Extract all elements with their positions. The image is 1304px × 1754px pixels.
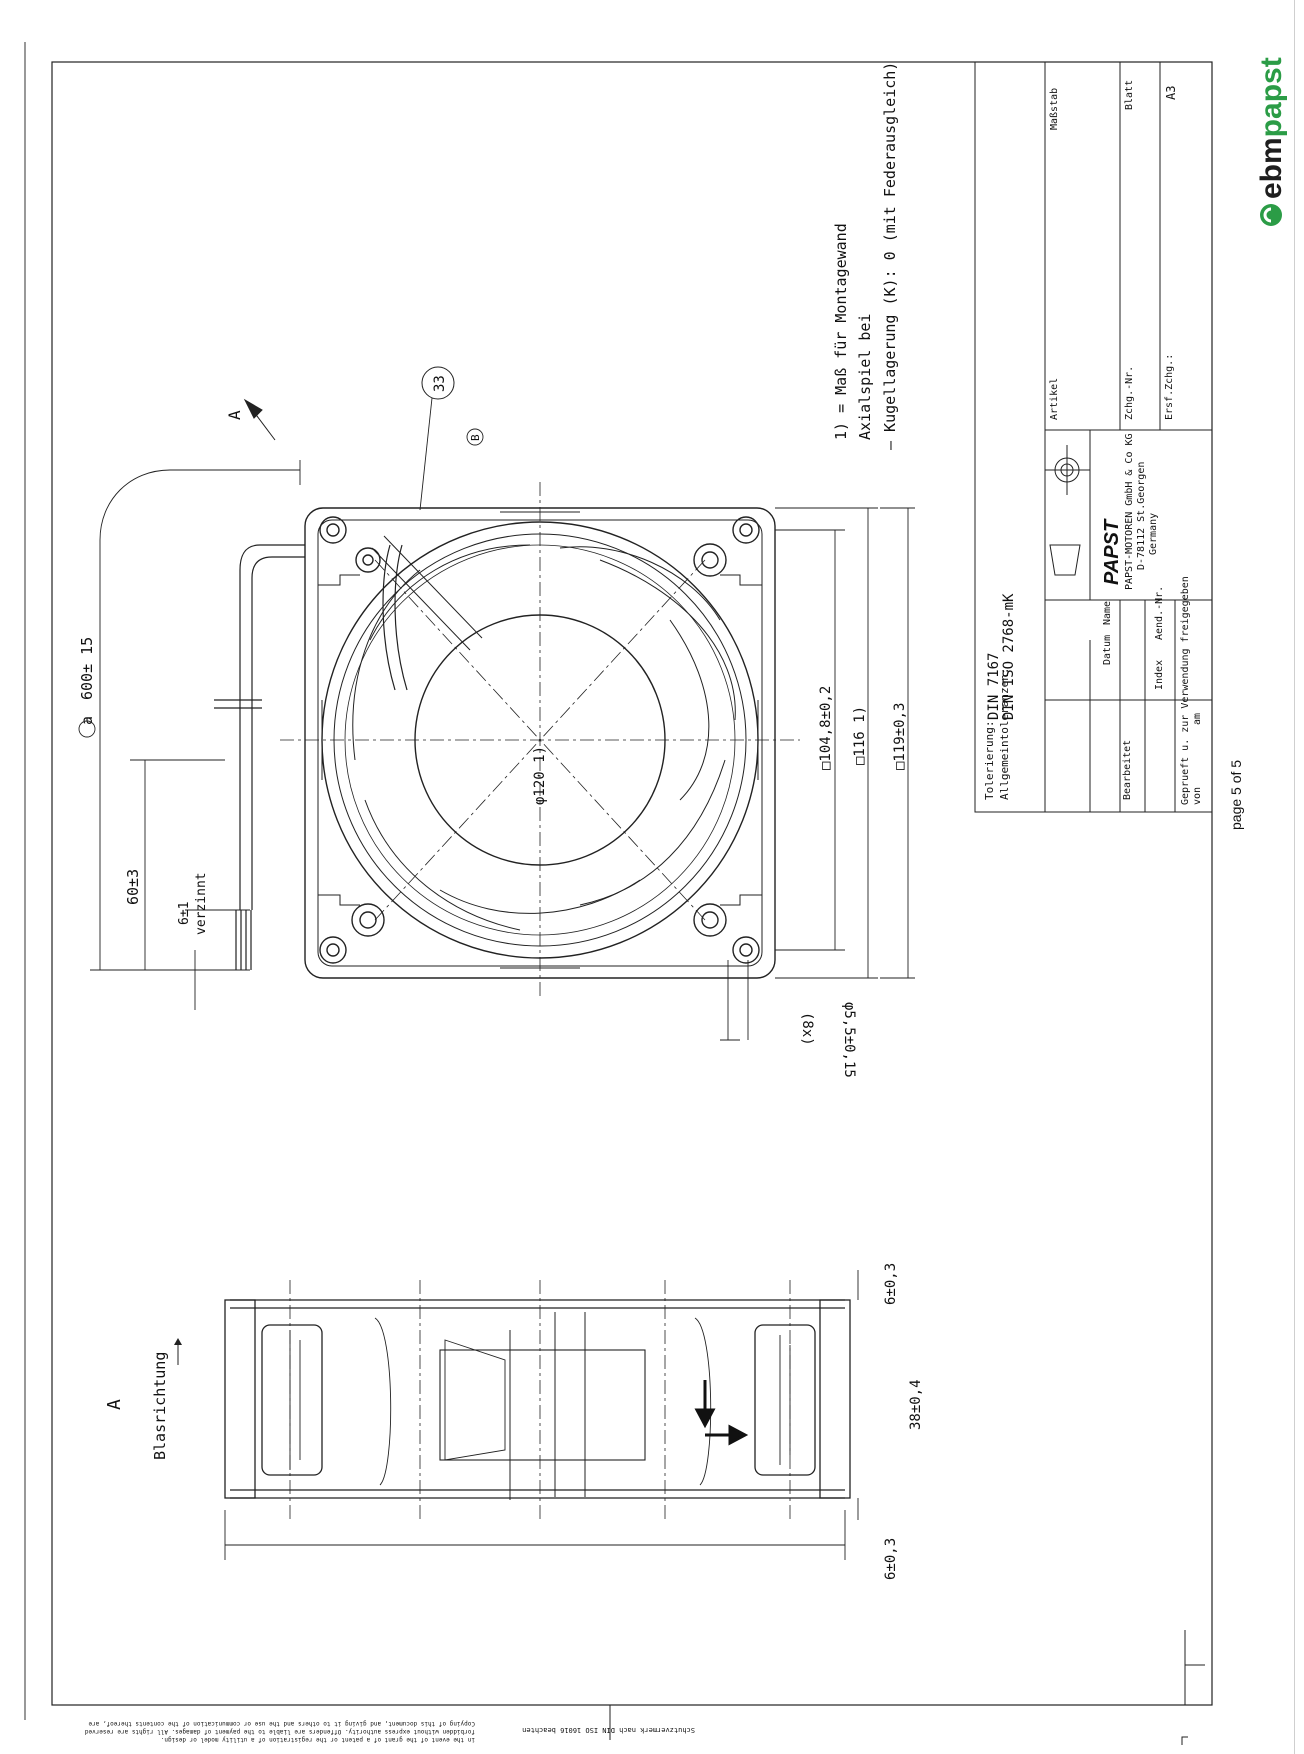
brand-name-papst: papst bbox=[1255, 57, 1288, 137]
hole-diameter-label: φ5,5±0,15 bbox=[841, 1002, 857, 1078]
sheet-label: Blatt bbox=[1124, 80, 1135, 110]
callout-33-label: 33 bbox=[432, 375, 448, 392]
page-edge-line bbox=[1294, 0, 1295, 1754]
col-change: Aend.-Nr. bbox=[1154, 586, 1165, 640]
mount-hole-bl bbox=[319, 936, 347, 964]
col-name: Name bbox=[1102, 601, 1113, 625]
copyright-line-2: forbidden without express authority. Off… bbox=[84, 1728, 475, 1735]
title-block bbox=[974, 61, 1213, 813]
corner-mark bbox=[1181, 1736, 1188, 1745]
cable-length-label: 600± 15 bbox=[78, 637, 96, 700]
ebmpapst-logo: ebmpapst bbox=[1255, 57, 1288, 226]
tinned-length-label: 6±1 bbox=[177, 902, 192, 925]
mount-square-label: □116 1) bbox=[852, 706, 868, 765]
flange-top-label: 6±0,3 bbox=[883, 1263, 899, 1305]
col-date: Datum bbox=[1102, 635, 1113, 665]
approved-at: am bbox=[1192, 713, 1203, 725]
callout-a: a bbox=[78, 716, 96, 725]
screw-hole-bl bbox=[351, 903, 385, 937]
tinned-label: verzinnt bbox=[194, 872, 209, 935]
callout-b-label: B bbox=[469, 434, 482, 441]
screw-hole-tl bbox=[355, 547, 381, 573]
row-edited: Bearbeitet bbox=[1122, 740, 1133, 800]
callout-b-bubble bbox=[466, 428, 484, 446]
cable bbox=[214, 544, 305, 970]
note-line-3: – Kugellagerung (K): 0 (mit Federausglei… bbox=[881, 62, 899, 450]
drawing-frame bbox=[51, 61, 1213, 1706]
center-lines bbox=[280, 482, 800, 1000]
tolerances-value: DIN 7167 bbox=[986, 653, 1002, 720]
general-tolerances-label: Allgemeintoleranzen: bbox=[998, 668, 1011, 800]
company-line-2: D-78112 St.Georgen bbox=[1136, 462, 1147, 570]
view-arrow-a-label: A bbox=[225, 410, 244, 420]
brand-leaf-icon bbox=[1260, 204, 1282, 226]
tolerances-label: Tolerierung: bbox=[983, 721, 996, 800]
mount-hole-br bbox=[732, 936, 760, 964]
note-line-1: 1) = Maß für Montagewand bbox=[832, 223, 850, 440]
square-dimensions bbox=[720, 507, 915, 1041]
side-center-lines bbox=[289, 1280, 791, 1520]
format-value: A3 bbox=[1164, 86, 1178, 100]
motor-hub bbox=[439, 1349, 646, 1461]
screw-hole-tr bbox=[693, 543, 727, 577]
view-arrow-a bbox=[243, 398, 276, 441]
venturi-diameter-label: φ120 1) bbox=[532, 746, 548, 805]
approved-from: von bbox=[1192, 787, 1203, 805]
col-index: Index bbox=[1154, 660, 1165, 690]
side-dimensions bbox=[224, 1270, 859, 1560]
replaces-label: Ersf.Zchg.: bbox=[1164, 354, 1175, 420]
flange-bottom-label: 6±0,3 bbox=[883, 1538, 899, 1580]
scale-label: Maßstab bbox=[1049, 88, 1060, 130]
drawing-number-label: Zchg.-Nr. bbox=[1124, 366, 1135, 420]
callout-33-bubble bbox=[421, 366, 455, 400]
svg-text:ebmpapst: ebmpapst bbox=[1255, 57, 1288, 199]
cable-length-dimension bbox=[90, 460, 301, 1010]
airflow-direction-label: Blasrichtung bbox=[151, 1352, 169, 1460]
brand-name-ebm: ebm bbox=[1255, 137, 1288, 199]
copyright-line-3: in the event of the grant of a patent or… bbox=[161, 1736, 475, 1743]
strip-length-label: 60±3 bbox=[124, 869, 142, 905]
airflow-arrows bbox=[694, 1380, 749, 1446]
copyright-line-1: Copying of this document, and giving it … bbox=[88, 1720, 475, 1727]
general-tolerances-value: DIN ISO 2768-mK bbox=[1001, 593, 1017, 720]
screw-hole-br bbox=[693, 903, 727, 937]
company-line-3: Germany bbox=[1148, 513, 1159, 555]
company-logo: PAPST bbox=[1101, 518, 1123, 585]
approved-label: Geprueft u. zur Verwendung freigegeben bbox=[1180, 576, 1191, 805]
side-view-label: A bbox=[104, 1399, 125, 1410]
note-line-2: Axialspiel bei bbox=[856, 314, 874, 440]
depth-label: 38±0,4 bbox=[908, 1379, 924, 1430]
inner-square-label: □104,8±0,2 bbox=[818, 686, 834, 770]
company-line-1: PAPST-MOTOREN GmbH & Co KG bbox=[1124, 433, 1135, 590]
article-label: Artikel bbox=[1049, 378, 1060, 420]
hole-count-label: (8x) bbox=[799, 1012, 815, 1046]
projection-symbol bbox=[1045, 445, 1090, 576]
mount-hole-tl bbox=[319, 516, 347, 544]
outer-square-label: □119±0,3 bbox=[892, 703, 908, 770]
mount-hole-tr bbox=[732, 516, 760, 544]
protection-note: Schutzvermerk nach DIN ISO 16016 beachte… bbox=[522, 1726, 695, 1734]
fan-side-view bbox=[224, 1299, 851, 1500]
